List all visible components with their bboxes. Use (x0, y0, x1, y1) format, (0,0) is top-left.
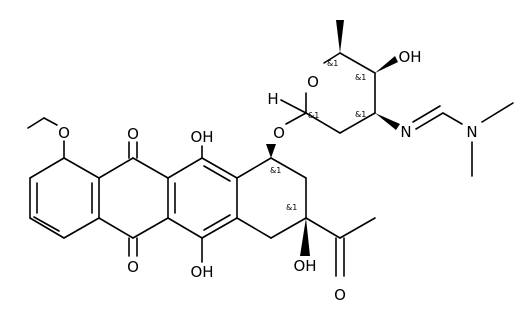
stereo-label-sugar-c3: &1 (355, 110, 366, 119)
methoxy-group (27, 117, 65, 159)
glycosidic-oxygen-label: O (273, 124, 285, 142)
c4-oh-wedge (375, 56, 398, 73)
phenol-bottom-oh-label: OH (190, 263, 213, 281)
stereo-label-c7: &1 (270, 166, 281, 175)
sugar-oh-label: OH (398, 48, 421, 66)
stereo-label-sugar-c1: &1 (308, 111, 319, 120)
sugar-ring-oxygen-label: O (307, 73, 319, 91)
acetyl-oxygen-label: O (334, 286, 346, 304)
c9-wedge-bond (300, 218, 310, 256)
c7-wedge-bond (266, 144, 276, 158)
anomeric-h-bond (280, 99, 307, 114)
ring-c-bonds (167, 157, 238, 239)
ring-d-bonds (236, 157, 307, 239)
c3-n-wedge (375, 113, 400, 130)
imine-nitrogen-label: N (400, 123, 411, 141)
anomeric-hydrogen-label: H (267, 90, 278, 108)
ring-b-bonds (98, 157, 169, 239)
quinone-carbonyls (128, 141, 138, 257)
amidine-chain (412, 102, 514, 177)
glycoside-bond (285, 112, 307, 125)
c5-methyl-wedge (336, 20, 344, 53)
quinone-bottom-oxygen-label: O (127, 258, 139, 276)
methoxy-oxygen-label: O (58, 124, 70, 142)
stereo-label-sugar-c4: &1 (355, 73, 366, 82)
quinone-top-oxygen-label: O (127, 125, 139, 143)
ring-a-bonds (29, 157, 100, 239)
phenol-top-oh-label: OH (190, 128, 213, 146)
acetyl-group (305, 217, 376, 277)
dimethylamino-nitrogen-label: N (466, 123, 477, 141)
sugar-ring-bonds (305, 52, 376, 134)
stereo-label-sugar-c5: &1 (327, 59, 338, 68)
tertiary-oh-label: OH (293, 257, 316, 275)
stereo-label-c9: &1 (286, 203, 297, 212)
